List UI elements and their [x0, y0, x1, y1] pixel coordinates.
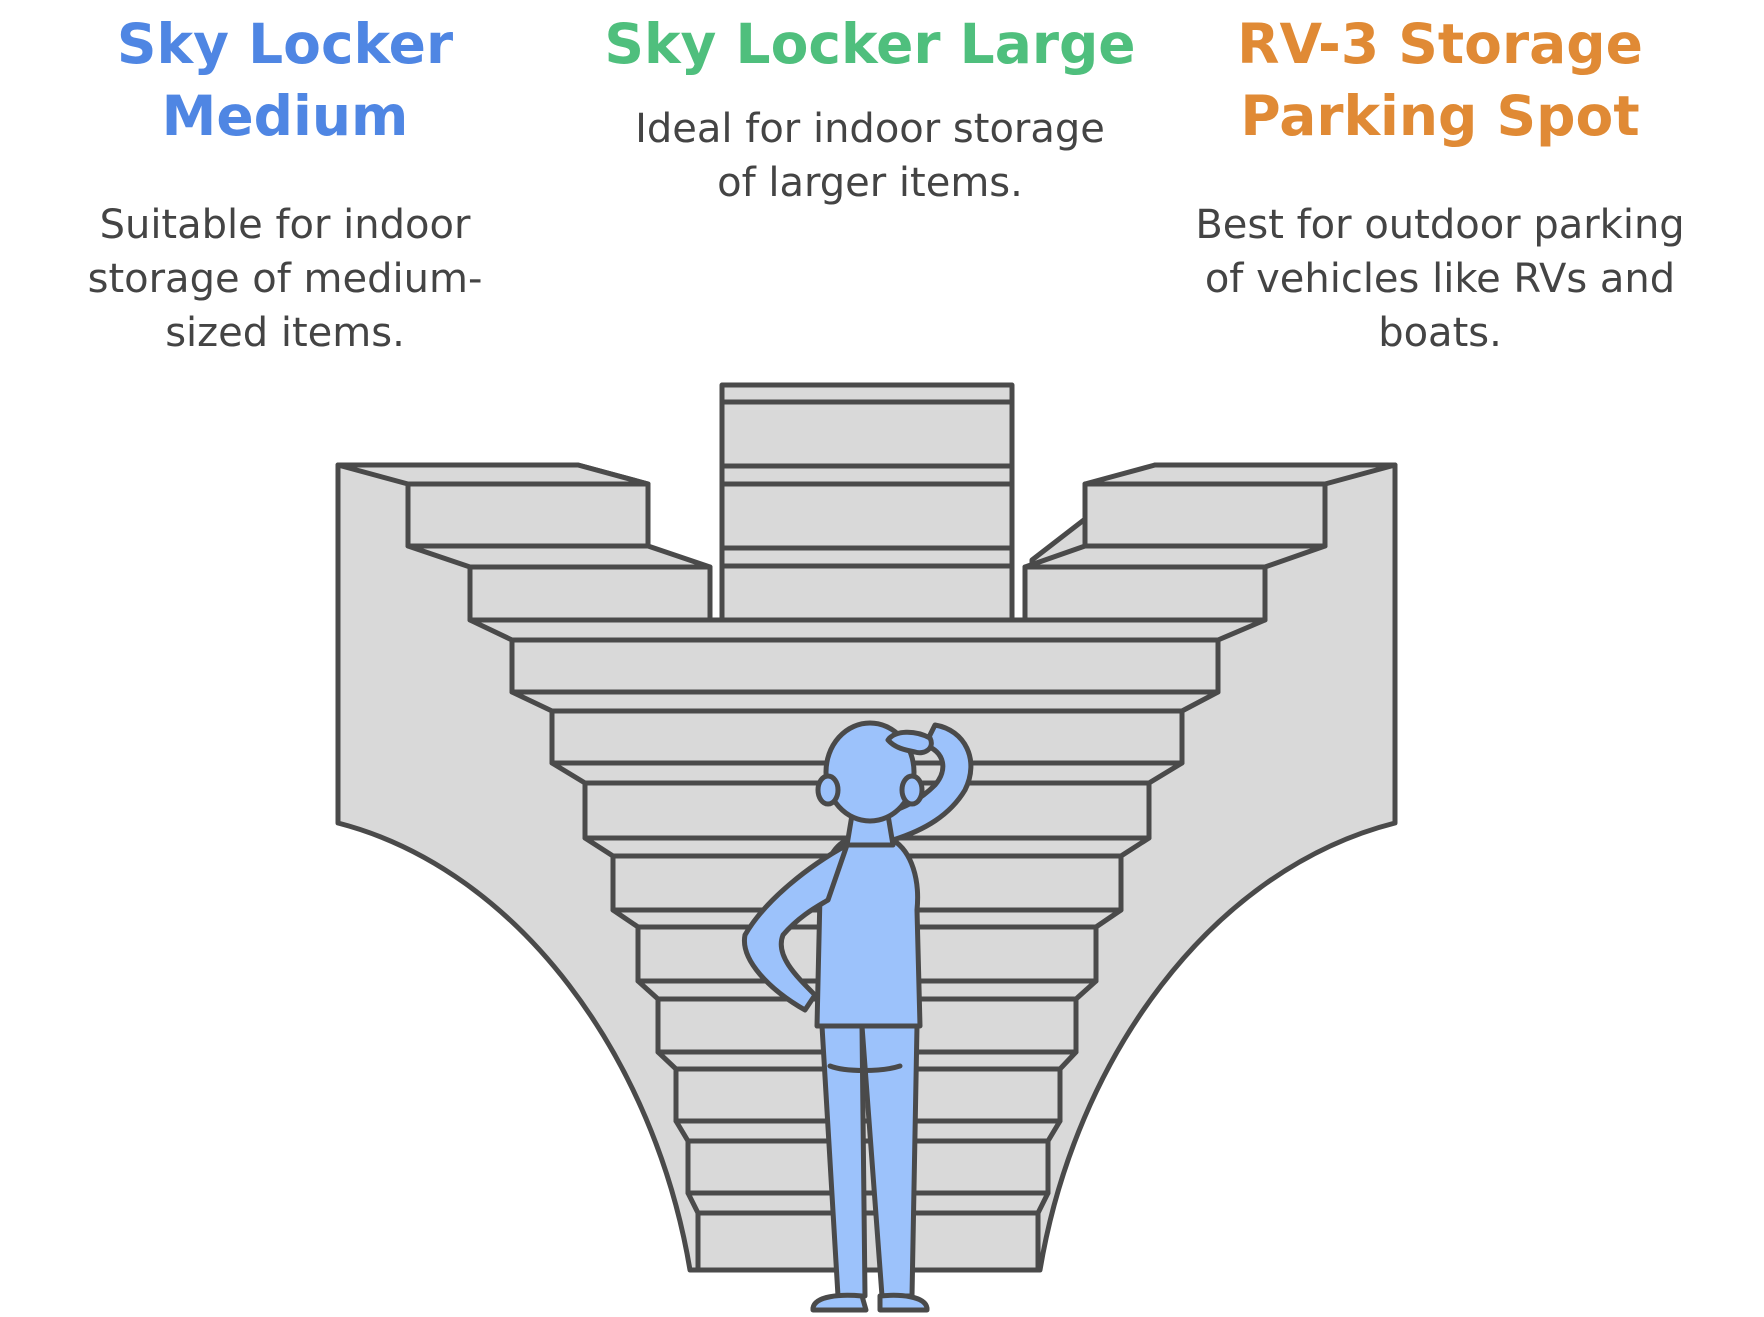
person-icon — [741, 720, 974, 1313]
option-description-large: Ideal for indoor storage of larger items… — [635, 106, 1105, 206]
option-rv-3-storage-parking-spot: RV-3 Storage Parking Spot Best for outdo… — [1170, 8, 1710, 360]
option-title-large: Sky Locker Large — [604, 12, 1136, 76]
option-sky-locker-medium: Sky Locker Medium Suitable for indoor st… — [60, 8, 510, 360]
option-title-rv: RV-3 Storage Parking Spot — [1237, 12, 1643, 148]
option-sky-locker-large: Sky Locker Large Ideal for indoor storag… — [590, 8, 1150, 210]
left-staircase — [335, 462, 713, 623]
center-tower — [719, 382, 1015, 623]
option-description-medium: Suitable for indoor storage of medium- s… — [87, 202, 483, 356]
right-staircase — [1022, 462, 1398, 623]
option-title-medium: Sky Locker Medium — [116, 12, 454, 148]
option-description-rv: Best for outdoor parking of vehicles lik… — [1195, 202, 1685, 356]
